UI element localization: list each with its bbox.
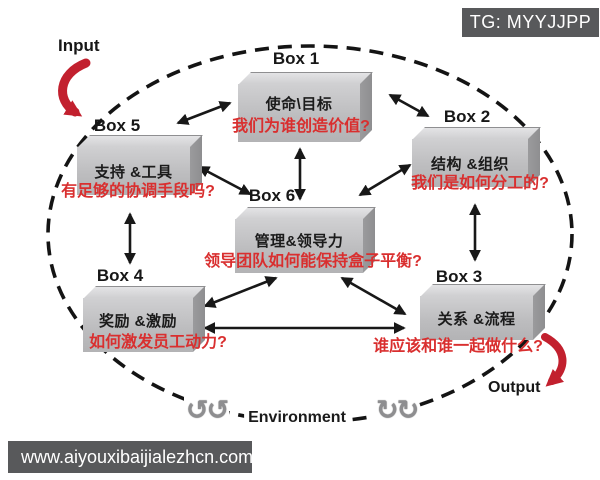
question-box5: 有足够的协调手段吗? [61, 183, 215, 200]
box5-front-face: 支持 &工具 [77, 147, 190, 195]
tg-watermark-badge: TG: MYYJJPP [462, 8, 599, 37]
box6-title: 管理&领导力 [254, 232, 344, 250]
box-management-leadership: 管理&领导力 [235, 207, 376, 273]
recycle-arrows-right-icon: ↻↻ [374, 395, 419, 426]
box4-front-face: 奖励 &激励 [83, 298, 193, 352]
recycle-arrows-left-icon: ↺↺ [184, 395, 229, 426]
arrow-box5-box6 [197, 165, 252, 196]
output-label: Output [488, 379, 541, 396]
question-box4: 如何激发员工动力? [89, 334, 227, 351]
box3-title: 关系 &流程 [437, 310, 516, 328]
box1-title: 使命\目标 [265, 95, 333, 113]
relationship-arrows [124, 93, 481, 334]
arrow-box4-box6 [203, 276, 278, 308]
tag-box6: Box 6 [248, 186, 296, 205]
website-watermark-bar: www.aiyouxibaijialezhcn.com [8, 441, 253, 473]
input-label: Input [58, 36, 100, 55]
input-arrow-icon [58, 58, 91, 117]
box3-front-face: 关系 &流程 [420, 296, 533, 340]
tag-box2: Box 2 [443, 107, 491, 126]
tag-box5: Box 5 [93, 116, 141, 135]
question-box6: 领导团队如何能保持盒子平衡? [204, 253, 422, 270]
question-box1: 我们为谁创造价值? [232, 118, 370, 135]
arrow-box6-box2 [358, 163, 412, 197]
box1-front-face: 使命\目标 [238, 84, 360, 142]
box-support-tools: 支持 &工具 [77, 135, 203, 195]
box4-title: 奖励 &激励 [98, 312, 177, 330]
output-arrow-icon [541, 333, 567, 387]
box-structure-organization: 结构 &组织 [412, 127, 541, 187]
tag-box4: Box 4 [96, 266, 144, 285]
arrow-box6-box3 [340, 276, 407, 316]
box5-title: 支持 &工具 [94, 163, 173, 181]
question-box2: 我们是如何分工的? [411, 175, 549, 192]
tag-box1: Box 1 [272, 49, 320, 68]
arrow-box1-box2 [388, 93, 430, 118]
box6-front-face: 管理&领导力 [235, 219, 363, 273]
box2-front-face: 结构 &组织 [412, 139, 528, 187]
box-mission-goals: 使命\目标 [238, 72, 373, 142]
environment-label: Environment [244, 408, 350, 428]
tag-box3: Box 3 [435, 267, 483, 286]
question-box3: 谁应该和谁一起做什么? [373, 338, 543, 355]
box-rewards-incentives: 奖励 &激励 [83, 286, 206, 352]
box2-title: 结构 &组织 [430, 155, 509, 173]
box-relationships-processes: 关系 &流程 [420, 284, 546, 340]
arrow-box5-box1 [176, 101, 232, 125]
